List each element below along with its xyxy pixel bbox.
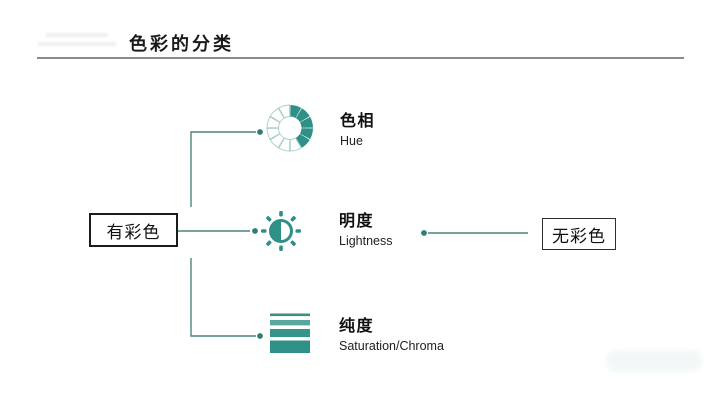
stacked-bars-icon — [270, 313, 310, 353]
branch-saturation: 纯度 Saturation/Chroma — [339, 317, 444, 354]
node-achromatic-color: 无彩色 — [542, 218, 616, 250]
page-title: 色彩的分类 — [129, 34, 234, 54]
title-underline — [37, 57, 684, 59]
dot-saturation — [257, 333, 263, 339]
branch-hue: 色相 Hue — [340, 112, 375, 149]
dot-achromatic — [421, 230, 427, 236]
half-sun-lightness-icon — [261, 211, 301, 251]
color-wheel-icon — [266, 104, 313, 152]
branch-line-hue — [190, 131, 256, 207]
node-chromatic-color: 有彩色 — [89, 213, 178, 247]
branch-saturation-sublabel: Saturation/Chroma — [339, 339, 444, 353]
branch-lightness-sublabel: Lightness — [339, 234, 393, 248]
branch-line-saturation — [190, 258, 256, 337]
branch-lightness: 明度 Lightness — [339, 212, 393, 249]
dot-hue — [257, 129, 263, 135]
branch-saturation-label: 纯度 — [339, 318, 375, 335]
branch-lightness-label: 明度 — [339, 213, 375, 230]
dot-lightness — [252, 228, 258, 234]
watermark-top-left — [38, 31, 126, 53]
branch-hue-label: 色相 — [340, 113, 376, 130]
branch-hue-sublabel: Hue — [340, 134, 363, 148]
watermark-bottom-right — [606, 350, 702, 372]
